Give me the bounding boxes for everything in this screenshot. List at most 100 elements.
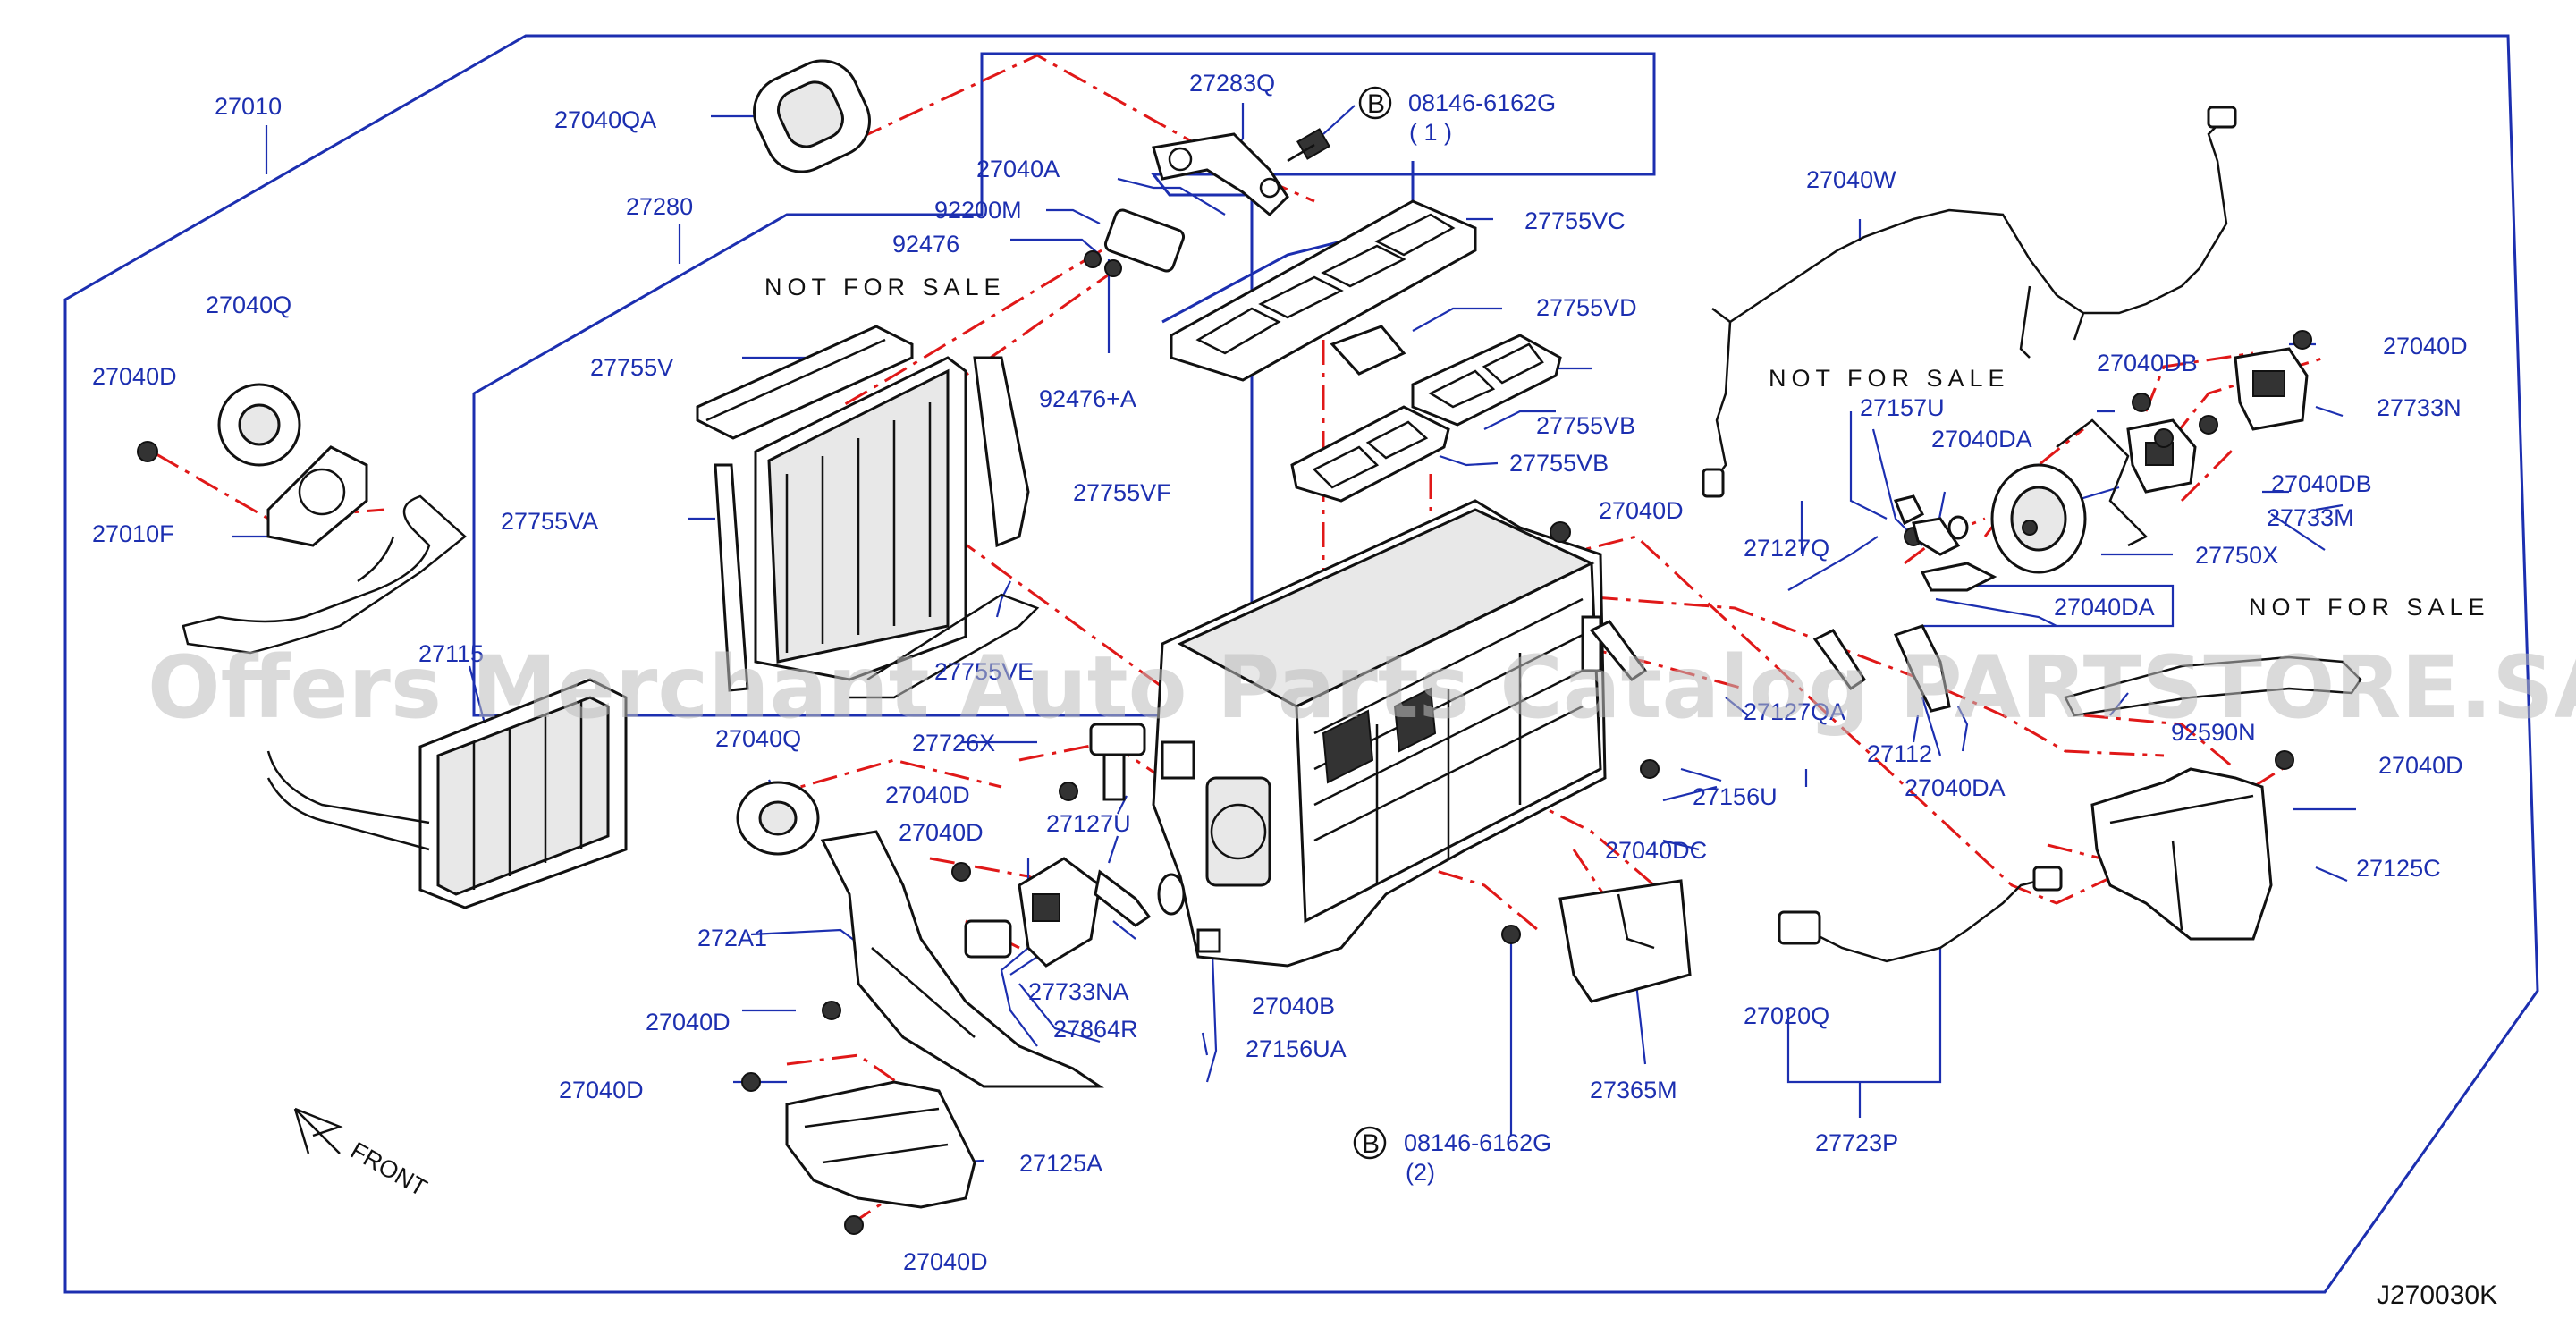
label-27115[interactable]: 27115 — [418, 640, 484, 667]
label-27040D-m3[interactable]: 27040D — [646, 1009, 731, 1035]
diagram-code: J270030K — [2377, 1281, 2497, 1310]
label-27125A[interactable]: 27125A — [1019, 1150, 1102, 1177]
label-92476A[interactable]: 92476+A — [1039, 385, 1136, 412]
label-27040DB-2[interactable]: 27040DB — [2271, 470, 2372, 497]
aspirator-27726X — [1089, 723, 1146, 801]
actuator-27733M — [2126, 418, 2197, 494]
label-272A1[interactable]: 272A1 — [697, 925, 767, 951]
link-27127U — [1094, 869, 1152, 927]
watermark: Offers Merchant Auto Parts Catalog PARTS… — [148, 638, 2576, 738]
rod-92590N — [2064, 655, 2362, 717]
label-27733M[interactable]: 27733M — [2267, 504, 2354, 531]
link-27156U — [1589, 620, 1648, 682]
bolt-badge-top-letter: B — [1367, 89, 1385, 119]
screws — [741, 330, 2312, 1235]
label-27040QA[interactable]: 27040QA — [554, 106, 656, 133]
bolt-badge-bottom — [1353, 1126, 1387, 1160]
filter-27755VB-upper — [1411, 334, 1562, 427]
duct-grommet-27040QA — [753, 59, 871, 173]
harness-27040W — [1702, 106, 2237, 498]
label-27157U[interactable]: 27157U — [1860, 394, 1945, 421]
label-27127QA[interactable]: 27127QA — [1744, 698, 1845, 725]
clamp-27010F — [137, 441, 368, 547]
grommet-27040Q-top — [217, 383, 301, 467]
label-27755VB-1[interactable]: 27755VB — [1536, 412, 1635, 439]
motor-27750X — [1990, 418, 2149, 574]
label-27283Q[interactable]: 27283Q — [1189, 70, 1275, 97]
label-27040D-left[interactable]: 27040D — [92, 363, 177, 390]
label-27040DA-2[interactable]: 27040DA — [1931, 426, 2032, 452]
label-27040D-r2[interactable]: 27040D — [2378, 752, 2463, 779]
grommet-27040Q-mid — [736, 781, 820, 856]
label-27040DA-3[interactable]: 27040DA — [2054, 594, 2155, 621]
label-08146-6162G-bottom[interactable]: 08146-6162G — [1404, 1129, 1551, 1156]
label-27040D-r1[interactable]: 27040D — [2383, 333, 2468, 359]
label-27755VC[interactable]: 27755VC — [1524, 207, 1626, 234]
label-27020Q[interactable]: 27020Q — [1744, 1002, 1829, 1029]
label-27040Q-top[interactable]: 27040Q — [206, 292, 291, 318]
label-27125C[interactable]: 27125C — [2356, 855, 2441, 882]
duct-27125C — [2090, 767, 2273, 941]
label-27755V[interactable]: 27755V — [590, 354, 673, 381]
seal-27755VA — [714, 463, 749, 692]
label-92200M[interactable]: 92200M — [934, 197, 1022, 224]
label-27365M[interactable]: 27365M — [1590, 1077, 1677, 1103]
label-27112[interactable]: 27112 — [1867, 740, 1932, 767]
label-27755VE[interactable]: 27755VE — [934, 658, 1034, 685]
link-27156UA — [1157, 873, 1186, 916]
label-27156U[interactable]: 27156U — [1693, 783, 1778, 810]
front-label: FRONT — [346, 1137, 432, 1201]
label-27755VA[interactable]: 27755VA — [501, 508, 598, 535]
label-27733N[interactable]: 27733N — [2377, 394, 2462, 421]
expansion-valve-92200M — [1084, 208, 1186, 277]
not-for-sale-right: NOT FOR SALE — [1769, 365, 2010, 392]
filter-27755VD — [1330, 325, 1406, 376]
label-27040D-m4[interactable]: 27040D — [559, 1077, 644, 1103]
label-27755VB-2[interactable]: 27755VB — [1509, 450, 1609, 477]
label-27755VD[interactable]: 27755VD — [1536, 294, 1637, 321]
label-27040D-m2[interactable]: 27040D — [899, 819, 984, 846]
label-27723P[interactable]: 27723P — [1815, 1129, 1898, 1156]
part-labels: 27010 27040QA 27280 27283Q B 08146-6162G… — [92, 70, 2490, 1275]
seal-27755VF — [973, 356, 1030, 548]
label-27040W[interactable]: 27040W — [1806, 166, 1896, 193]
bracket-27283Q — [1152, 128, 1330, 217]
actuator-27733NA — [1018, 857, 1102, 968]
label-27864R[interactable]: 27864R — [1053, 1016, 1138, 1043]
not-for-sale-lower: NOT FOR SALE — [2249, 594, 2490, 621]
label-27040DB-1[interactable]: 27040DB — [2097, 350, 2198, 376]
label-27040B[interactable]: 27040B — [1252, 993, 1335, 1019]
label-27010F[interactable]: 27010F — [92, 520, 174, 547]
label-08146-6162G-top[interactable]: 08146-6162G — [1408, 89, 1556, 116]
label-92590N[interactable]: 92590N — [2171, 719, 2256, 746]
actuator-27733N — [2234, 347, 2309, 431]
arm-27112 — [1893, 624, 1951, 713]
label-27127U[interactable]: 27127U — [1046, 810, 1131, 837]
label-27040A[interactable]: 27040A — [976, 156, 1060, 182]
label-27127Q[interactable]: 27127Q — [1744, 535, 1829, 562]
label-27733NA[interactable]: 27733NA — [1028, 978, 1129, 1005]
label-27040D-bottom[interactable]: 27040D — [903, 1248, 988, 1275]
duct-27125A — [785, 1080, 976, 1209]
label-27040D-center[interactable]: 27040D — [1599, 497, 1684, 524]
label-27280[interactable]: 27280 — [626, 193, 693, 220]
label-27755VF[interactable]: 27755VF — [1073, 479, 1171, 506]
label-27726X[interactable]: 27726X — [912, 730, 995, 756]
link-27157U — [1912, 515, 1969, 556]
label-92476[interactable]: 92476 — [892, 231, 959, 258]
filter-27755VC — [1170, 199, 1477, 382]
label-27040D-m1[interactable]: 27040D — [885, 782, 970, 808]
assembly-frame — [63, 34, 2539, 1294]
bolt-badge-top — [1358, 86, 1392, 120]
label-27040DC[interactable]: 27040DC — [1605, 837, 1707, 864]
evaporator-27280 — [754, 356, 967, 681]
sensor-27723P — [1778, 866, 2063, 963]
label-27010[interactable]: 27010 — [215, 93, 282, 120]
label-27750X[interactable]: 27750X — [2195, 542, 2278, 569]
label-27156UA[interactable]: 27156UA — [1246, 1035, 1347, 1062]
clip-27040B — [1196, 928, 1221, 953]
plate-27365M — [1558, 879, 1692, 1003]
label-27040DA-1[interactable]: 27040DA — [1905, 774, 2006, 801]
label-27040Q-mid[interactable]: 27040Q — [715, 725, 801, 752]
